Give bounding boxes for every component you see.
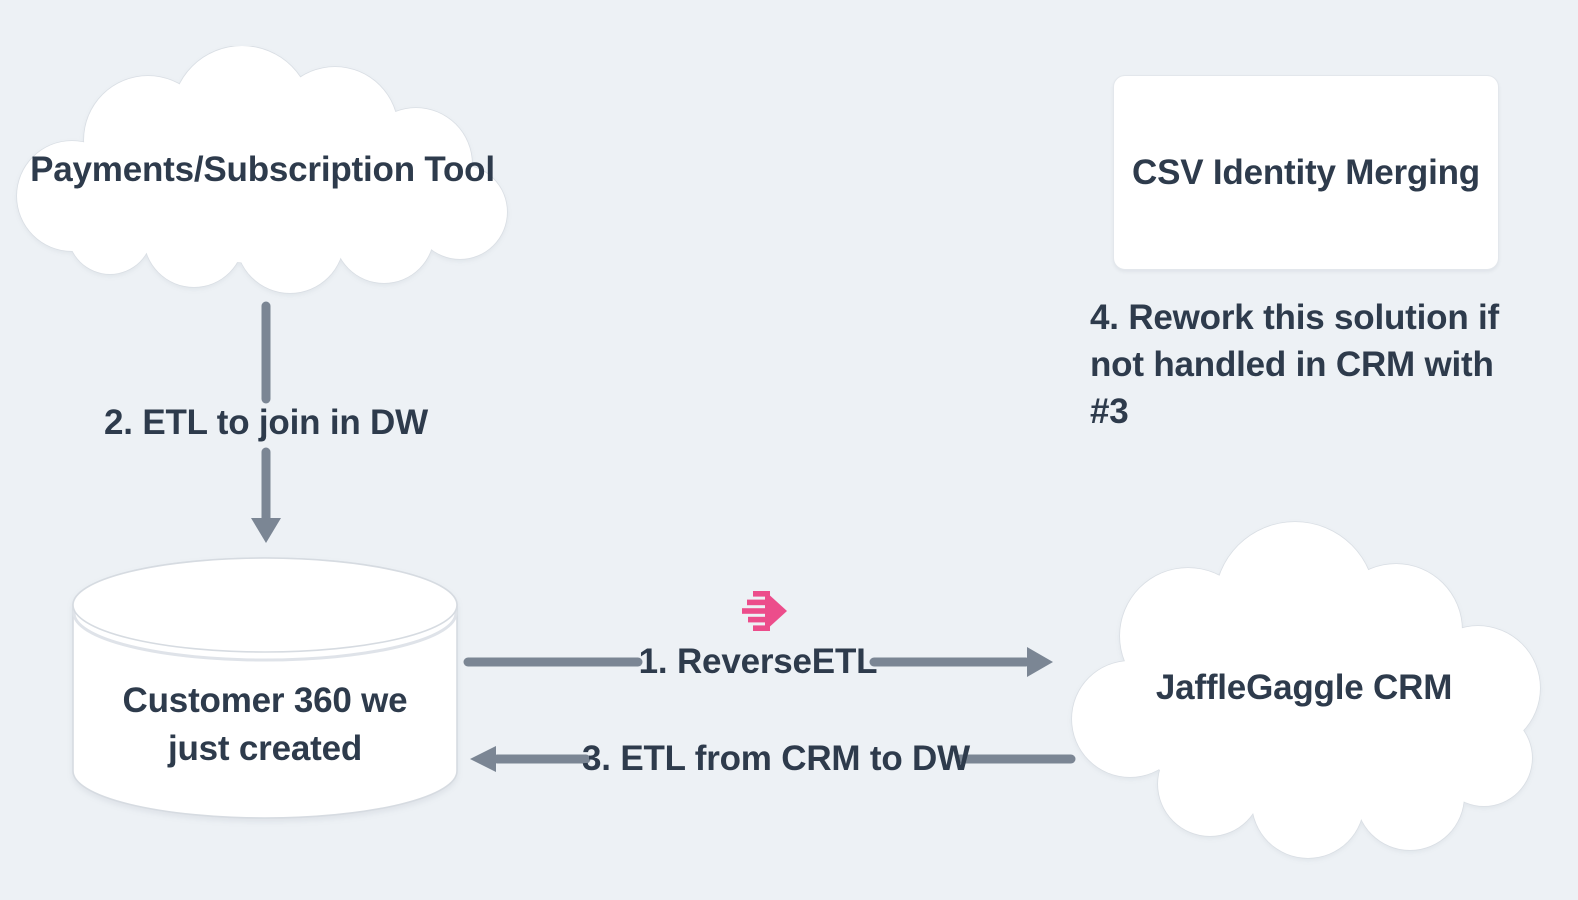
payments-cloud-label: Payments/Subscription Tool bbox=[30, 150, 495, 189]
csv-merging-label: CSV Identity Merging bbox=[1132, 152, 1480, 192]
rework-note: 4. Rework this solution if not handled i… bbox=[1090, 294, 1540, 435]
warehouse-label-line-2: just created bbox=[167, 729, 363, 768]
csv-merging-box: CSV Identity Merging bbox=[1113, 75, 1499, 270]
rework-note-line-1: 4. Rework this solution if bbox=[1090, 298, 1500, 337]
etl-join-label: 2. ETL to join in DW bbox=[104, 403, 428, 442]
rework-note-line-2: not handled in CRM with #3 bbox=[1090, 345, 1494, 431]
payments-cloud-node: Payments/Subscription Tool bbox=[10, 46, 515, 294]
crm-cloud-label: JaffleGaggle CRM bbox=[1155, 668, 1453, 707]
reverse-etl-arrow-head bbox=[1027, 647, 1053, 677]
reverse-etl-label: 1. ReverseETL bbox=[638, 642, 878, 681]
warehouse-label-line-1: Customer 360 we bbox=[122, 681, 408, 720]
etl-from-crm-arrow-head bbox=[470, 746, 496, 772]
etl-join-arrow-head bbox=[251, 518, 281, 543]
database-cylinder-shape bbox=[72, 557, 458, 819]
warehouse-label: Customer 360 we just created bbox=[71, 677, 459, 773]
warehouse-cylinder-node: Customer 360 we just created bbox=[71, 556, 459, 824]
census-reverse-etl-icon bbox=[742, 591, 787, 631]
etl-from-crm-label: 3. ETL from CRM to DW bbox=[582, 739, 970, 778]
crm-cloud-node: JaffleGaggle CRM bbox=[1060, 514, 1548, 862]
